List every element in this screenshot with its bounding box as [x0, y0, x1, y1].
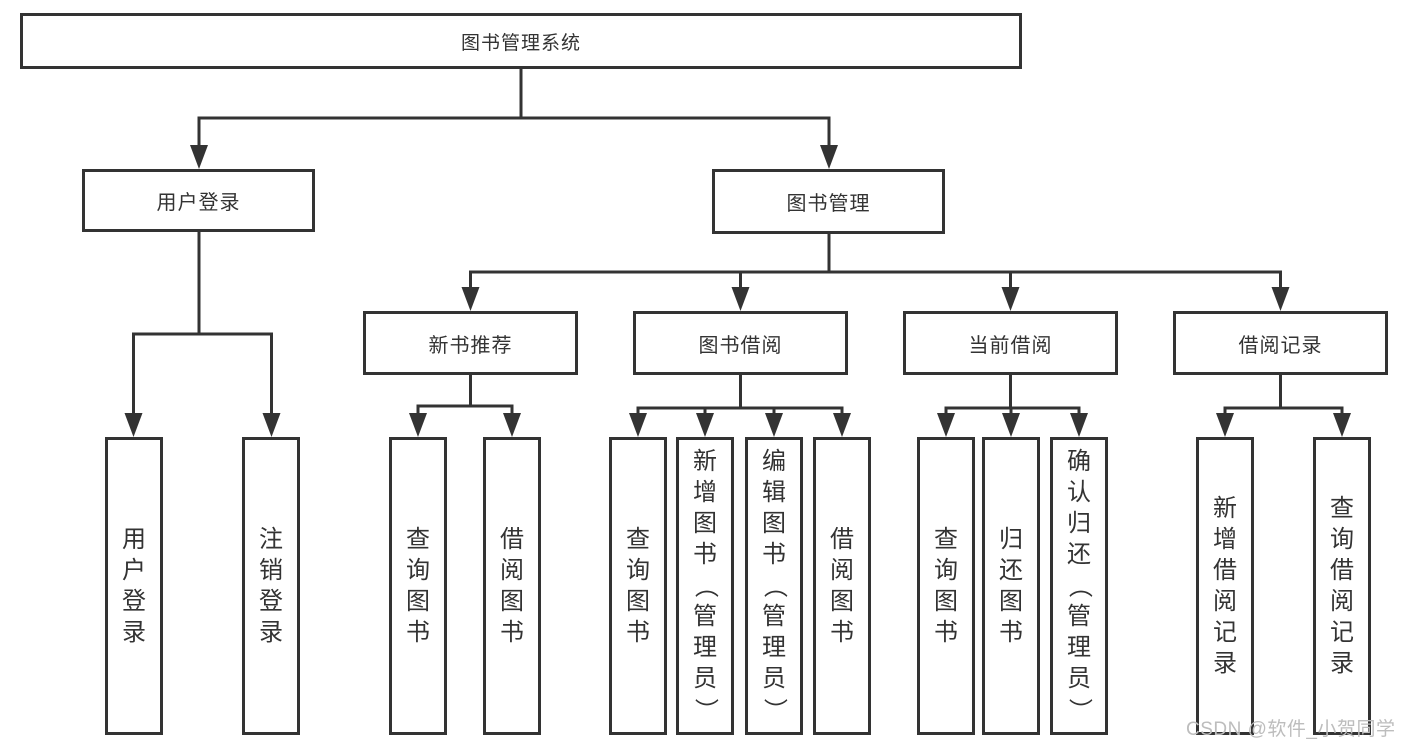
leaf-add-books-admin: 新增图书（管理员） [676, 437, 734, 735]
node-borrow-record: 借阅记录 [1173, 311, 1388, 375]
leaf-logout-login-label: 注销登录 [259, 525, 283, 646]
leaf-user-login-label: 用户登录 [122, 525, 146, 646]
leaf-add-borrow-record-label: 新增借阅记录 [1213, 494, 1237, 677]
leaf-edit-books-admin: 编辑图书（管理员） [745, 437, 803, 735]
leaf-query-books-borrow-label: 查询图书 [626, 525, 650, 646]
leaf-add-books-admin-label: 新增图书（管理员） [692, 448, 719, 723]
leaf-add-borrow-record: 新增借阅记录 [1196, 437, 1254, 735]
leaf-query-books-borrow: 查询图书 [609, 437, 667, 735]
leaf-edit-books-admin-label: 编辑图书（管理员） [761, 448, 788, 723]
node-book-management-label: 图书管理 [786, 193, 871, 215]
node-book-borrow-label: 图书借阅 [698, 334, 783, 357]
node-book-borrow: 图书借阅 [633, 311, 848, 375]
node-new-book-recommend: 新书推荐 [363, 311, 578, 375]
node-user-login: 用户登录 [82, 169, 315, 232]
leaf-query-borrow-record-label: 查询借阅记录 [1330, 494, 1354, 677]
leaf-query-books-recommend-label: 查询图书 [406, 525, 430, 646]
node-current-borrow-label: 当前借阅 [968, 334, 1053, 357]
node-current-borrow: 当前借阅 [903, 311, 1118, 375]
leaf-confirm-return-admin-label: 确认归还（管理员） [1066, 448, 1093, 723]
leaf-return-books-label: 归还图书 [999, 525, 1023, 646]
leaf-query-books-current: 查询图书 [917, 437, 975, 735]
csdn-watermark: CSDN @软件_小贺同学 [1186, 719, 1396, 740]
leaf-return-books: 归还图书 [982, 437, 1040, 735]
leaf-user-login: 用户登录 [105, 437, 163, 735]
leaf-query-books-recommend: 查询图书 [389, 437, 447, 735]
leaf-borrow-books-recommend: 借阅图书 [483, 437, 541, 735]
node-user-login-label: 用户登录 [156, 192, 241, 214]
leaf-confirm-return-admin: 确认归还（管理员） [1050, 437, 1108, 735]
leaf-query-borrow-record: 查询借阅记录 [1313, 437, 1371, 735]
node-borrow-record-label: 借阅记录 [1238, 334, 1323, 357]
leaf-borrow-books-recommend-label: 借阅图书 [500, 525, 524, 646]
root-label: 图书管理系统 [460, 32, 581, 54]
leaf-query-books-current-label: 查询图书 [934, 525, 958, 646]
leaf-borrow-books-borrow-label: 借阅图书 [830, 525, 854, 646]
leaf-borrow-books-borrow: 借阅图书 [813, 437, 871, 735]
node-book-management: 图书管理 [712, 169, 945, 234]
leaf-logout-login: 注销登录 [242, 437, 300, 735]
node-root: 图书管理系统 [20, 13, 1022, 69]
node-new-book-recommend-label: 新书推荐 [428, 334, 513, 357]
